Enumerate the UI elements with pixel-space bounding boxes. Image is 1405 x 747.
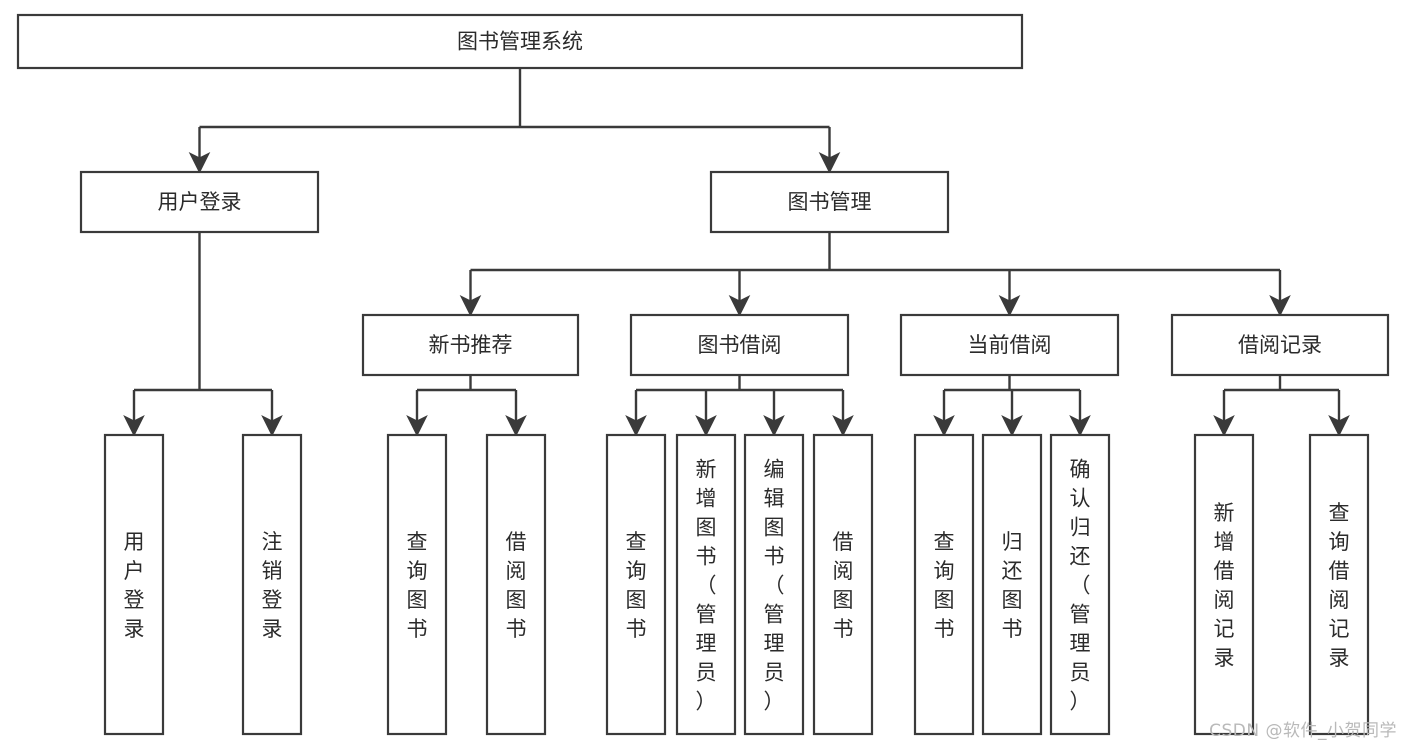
node-box-user-login-do bbox=[103, 433, 165, 736]
node-box-user-login bbox=[79, 170, 320, 234]
node-label: 借阅图书 bbox=[506, 530, 527, 641]
node-nbr-borrow-book[interactable]: 借阅图书 bbox=[485, 433, 547, 736]
node-box-book-management bbox=[709, 170, 950, 234]
node-box-bb-borrow-book bbox=[812, 433, 874, 736]
node-box-cb-confirm-return bbox=[1049, 433, 1111, 736]
node-label: 新增图书（管理员） bbox=[696, 458, 717, 714]
node-cb-return-book[interactable]: 归还图书 bbox=[981, 433, 1043, 736]
node-label: 图书管理 bbox=[788, 190, 872, 214]
node-label: 查询图书 bbox=[407, 530, 428, 641]
node-box-book-borrow bbox=[629, 313, 850, 377]
node-label: 编辑图书（管理员） bbox=[764, 458, 785, 714]
node-br-query-record[interactable]: 查询借阅记录 bbox=[1308, 433, 1370, 736]
node-box-new-book-recommend bbox=[361, 313, 580, 377]
node-cb-query-book[interactable]: 查询图书 bbox=[913, 433, 975, 736]
node-label: 图书借阅 bbox=[698, 333, 782, 357]
node-layer: 图书管理系统用户登录用户登录注销登录图书管理新书推荐查询图书借阅图书图书借阅查询… bbox=[16, 13, 1390, 736]
node-label: 当前借阅 bbox=[968, 333, 1052, 357]
node-book-management[interactable]: 图书管理 bbox=[709, 170, 950, 234]
node-label: 查询图书 bbox=[934, 530, 955, 641]
node-label: 图书管理系统 bbox=[457, 30, 583, 54]
node-label: 借阅记录 bbox=[1238, 333, 1322, 357]
node-box-root bbox=[16, 13, 1024, 70]
node-label: 用户登录 bbox=[124, 530, 145, 641]
node-bb-add-book[interactable]: 新增图书（管理员） bbox=[675, 433, 737, 736]
node-root[interactable]: 图书管理系统 bbox=[16, 13, 1024, 70]
node-new-book-recommend[interactable]: 新书推荐 bbox=[361, 313, 580, 377]
node-label: 注销登录 bbox=[262, 530, 283, 641]
node-borrow-records[interactable]: 借阅记录 bbox=[1170, 313, 1390, 377]
node-label: 借阅图书 bbox=[833, 530, 854, 641]
node-book-borrow[interactable]: 图书借阅 bbox=[629, 313, 850, 377]
node-box-nbr-borrow-book bbox=[485, 433, 547, 736]
node-bb-edit-book[interactable]: 编辑图书（管理员） bbox=[743, 433, 805, 736]
node-box-br-query-record bbox=[1308, 433, 1370, 736]
watermark-text: CSDN @软件_小贺同学 bbox=[1209, 721, 1397, 741]
node-label: 查询图书 bbox=[626, 530, 647, 641]
node-current-borrow[interactable]: 当前借阅 bbox=[899, 313, 1120, 377]
node-label: 用户登录 bbox=[158, 190, 242, 214]
node-label: 查询借阅记录 bbox=[1329, 501, 1350, 670]
node-label: 新书推荐 bbox=[429, 333, 513, 357]
node-box-br-add-record bbox=[1193, 433, 1255, 736]
node-label: 归还图书 bbox=[1002, 530, 1023, 641]
node-box-user-logout bbox=[241, 433, 303, 736]
node-nbr-query-book[interactable]: 查询图书 bbox=[386, 433, 448, 736]
node-bb-query-book[interactable]: 查询图书 bbox=[605, 433, 667, 736]
node-box-current-borrow bbox=[899, 313, 1120, 377]
node-box-borrow-records bbox=[1170, 313, 1390, 377]
node-box-nbr-query-book bbox=[386, 433, 448, 736]
node-user-login-do[interactable]: 用户登录 bbox=[103, 433, 165, 736]
node-bb-borrow-book[interactable]: 借阅图书 bbox=[812, 433, 874, 736]
node-box-cb-query-book bbox=[913, 433, 975, 736]
node-br-add-record[interactable]: 新增借阅记录 bbox=[1193, 433, 1255, 736]
connector-layer bbox=[123, 68, 1350, 437]
node-box-bb-add-book bbox=[675, 433, 737, 736]
node-label: 确认归还（管理员） bbox=[1070, 458, 1091, 714]
node-label: 新增借阅记录 bbox=[1214, 501, 1235, 670]
node-user-login[interactable]: 用户登录 bbox=[79, 170, 320, 234]
node-user-logout[interactable]: 注销登录 bbox=[241, 433, 303, 736]
node-cb-confirm-return[interactable]: 确认归还（管理员） bbox=[1049, 433, 1111, 736]
node-box-cb-return-book bbox=[981, 433, 1043, 736]
node-box-bb-query-book bbox=[605, 433, 667, 736]
node-box-bb-edit-book bbox=[743, 433, 805, 736]
